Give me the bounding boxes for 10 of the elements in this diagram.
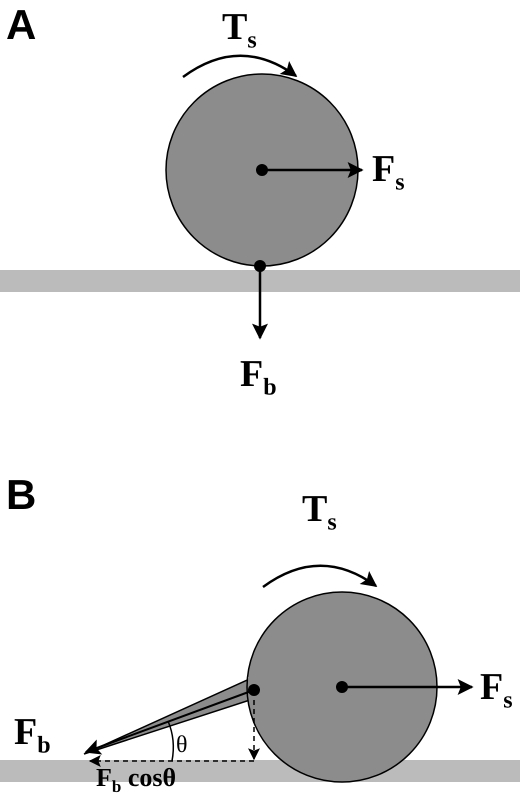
torque-label: T$_{s}$ bbox=[302, 490, 337, 535]
panel-label: A bbox=[6, 4, 36, 46]
force-label: F$_{b}$ bbox=[14, 713, 51, 758]
torque-label: T$_{s}$ bbox=[222, 8, 257, 53]
force-label: F$_{s}$ bbox=[372, 150, 405, 195]
force-label: F$_{b}$ cosθ bbox=[96, 765, 176, 796]
force-label: F$_{b}$ bbox=[240, 355, 277, 400]
force-label: F$_{s}$ bbox=[480, 668, 513, 713]
panel-label: B bbox=[6, 474, 36, 516]
angle-label: θ bbox=[176, 733, 188, 757]
